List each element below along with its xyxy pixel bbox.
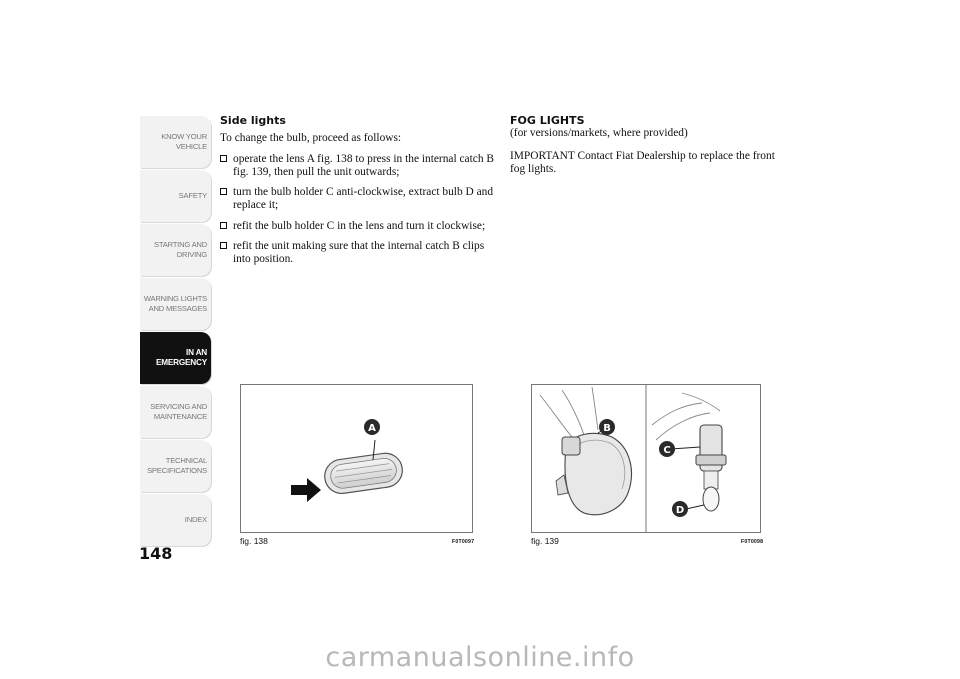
tab-index[interactable]: INDEX [140, 494, 211, 546]
tab-safety[interactable]: SAFETY [140, 170, 211, 222]
tab-in-an-emergency[interactable]: IN AN EMERGENCY [140, 332, 211, 384]
page-number: 148 [139, 544, 173, 563]
watermark: carmanualsonline.info [325, 642, 635, 673]
tab-label: IN AN EMERGENCY [156, 348, 207, 367]
list-item: operate the lens A fig. 138 to press in … [220, 153, 494, 180]
checkbox-bullet-icon [220, 221, 227, 229]
checkbox-bullet-icon [220, 188, 227, 196]
fog-lights-section: FOG LIGHTS (for versions/markets, where … [510, 114, 784, 183]
tab-label: TECHNICAL SPECIFICATIONS [147, 456, 207, 475]
section-heading: FOG LIGHTS [510, 114, 585, 127]
svg-text:B: B [603, 423, 611, 434]
tab-label: WARNING LIGHTS AND MESSAGES [143, 294, 207, 313]
svg-text:D: D [676, 505, 684, 516]
list-item-text: turn the bulb holder C anti-clockwise, e… [233, 186, 494, 212]
tab-warning-lights[interactable]: WARNING LIGHTS AND MESSAGES [140, 278, 211, 330]
subheading: (for versions/markets, where provided) [510, 127, 688, 140]
tab-technical-specifications[interactable]: TECHNICAL SPECIFICATIONS [140, 440, 211, 492]
checkbox-bullet-icon [220, 242, 227, 250]
figure-138-code: F0T0097 [452, 539, 475, 545]
list-item-text: operate the lens A fig. 138 to press in … [233, 152, 494, 178]
tab-label: SAFETY [178, 191, 208, 200]
svg-text:A: A [368, 423, 376, 434]
side-light-lens-illustration: A [291, 419, 403, 502]
list-item: turn the bulb holder C anti-clockwise, e… [220, 186, 494, 213]
tab-servicing-and-maintenance[interactable]: SERVICING AND MAINTENANCE [140, 386, 211, 438]
figure-138-caption: fig. 138 [240, 536, 268, 546]
list-item-text: refit the bulb holder C in the lens and … [233, 219, 486, 232]
callout-a: A [364, 419, 380, 435]
tab-label: KNOW YOUR VEHICLE [161, 132, 207, 151]
tab-label: INDEX [184, 515, 207, 524]
list-item-text: refit the unit making sure that the inte… [233, 240, 485, 266]
figure-139-code: F0T0098 [741, 539, 764, 545]
checkbox-bullet-icon [220, 154, 227, 162]
figure-139-caption: fig. 139 [531, 536, 559, 546]
figure-139-image: B C D [531, 384, 761, 533]
callout-d: D [672, 501, 688, 517]
list-item: refit the unit making sure that the inte… [220, 240, 494, 267]
section-heading: Side lights [220, 114, 286, 127]
callout-c: C [659, 441, 675, 457]
tab-label: SERVICING AND MAINTENANCE [150, 402, 207, 421]
important-note: IMPORTANT Contact Fiat Dealership to rep… [510, 149, 775, 175]
side-lights-section: Side lights To change the bulb, proceed … [220, 114, 494, 274]
figure-138-image: A [240, 384, 473, 533]
tab-starting-and-driving[interactable]: STARTING AND DRIVING [140, 224, 211, 276]
tab-label: STARTING AND DRIVING [153, 240, 207, 259]
side-light-bulb-illustration: B C D [539, 385, 727, 532]
tab-know-your-vehicle[interactable]: KNOW YOUR VEHICLE [140, 116, 211, 168]
callout-b: B [599, 419, 615, 435]
list-item: refit the bulb holder C in the lens and … [220, 220, 494, 233]
svg-text:C: C [663, 445, 670, 456]
push-arrow-icon [291, 478, 321, 502]
intro-text: To change the bulb, proceed as follows: [220, 132, 402, 145]
